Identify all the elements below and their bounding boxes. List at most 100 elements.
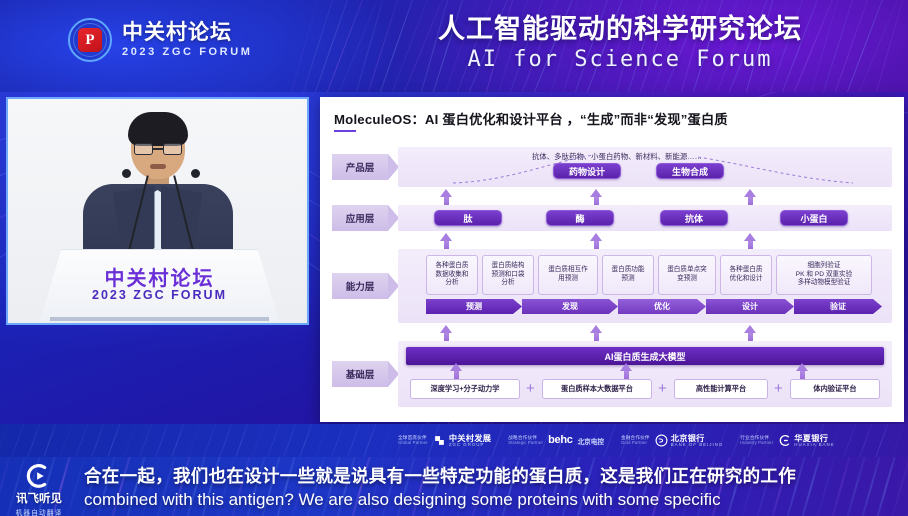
logo-name-cn: 中关村论坛 <box>122 20 232 44</box>
sponsor-role-en: Global Partner <box>398 439 428 445</box>
light-streak <box>866 424 895 457</box>
sponsor-name-en: HUAXIA BANK <box>794 441 835 447</box>
layer-row-foundation: 基础层 AI蛋白质生成大模型 深度学习+分子动力学 + 蛋白质样本大数据平台 +… <box>332 341 892 407</box>
layer-body-product: 抗体、多肽药物、小蛋白药物、新材料、新能源…… 药物设计 生物合成 <box>398 147 892 187</box>
sponsor-bar: 全球首席伙伴 Global Partner 中关村发展 ZGC GROUP 战略… <box>0 424 908 457</box>
light-streak <box>18 424 47 457</box>
behc-logo-icon: behc 北京电控 <box>548 434 604 446</box>
logo-badge-letter: P <box>78 28 102 52</box>
capability-box: 蛋白质结构预测和口袋分析 <box>482 255 534 295</box>
light-streak <box>210 424 239 457</box>
podium-text-en: 2023 ZGC FORUM <box>92 288 227 302</box>
sponsor-role-cn: 战略合作伙伴 <box>508 435 538 441</box>
sponsor-role: 战略合作伙伴 Strategic Partner <box>508 435 543 445</box>
sponsor-role-en: Gold Partner <box>620 439 648 445</box>
foundation-box-invivo: 体内验证平台 <box>790 379 880 399</box>
light-streak <box>850 424 879 457</box>
up-arrow-icon <box>440 233 453 250</box>
foundation-box-protein-data: 蛋白质样本大数据平台 <box>542 379 652 399</box>
up-arrow-icon <box>450 363 463 380</box>
ear-play-icon <box>24 460 54 490</box>
light-streak <box>338 424 367 457</box>
up-arrow-icon <box>590 325 603 342</box>
light-streak <box>146 424 175 457</box>
layer-body-foundation: AI蛋白质生成大模型 深度学习+分子动力学 + 蛋白质样本大数据平台 + 高性能… <box>398 341 892 407</box>
sponsor-name: behc <box>548 434 573 446</box>
sponsor-role: 全球首席伙伴 Global Partner <box>398 435 428 445</box>
plus-icon: + <box>526 380 535 397</box>
light-streak <box>266 0 335 92</box>
up-arrow-icon <box>590 189 603 206</box>
layer-tag-application: 应用层 <box>332 205 399 231</box>
light-streak <box>114 424 143 457</box>
layer-row-product: 产品层 抗体、多肽药物、小蛋白药物、新材料、新能源…… 药物设计 生物合成 <box>332 147 892 187</box>
iflytek-subname: 机器自动翻译 <box>15 510 63 516</box>
product-note: 抗体、多肽药物、小蛋白药物、新材料、新能源…… <box>532 152 702 161</box>
up-arrow-icon <box>744 189 757 206</box>
sponsor-role: 行业合作伙伴 Industry Partner <box>740 435 773 445</box>
light-streak <box>194 424 223 457</box>
sponsor-role-en: Strategic Partner <box>508 439 544 445</box>
light-streak <box>274 424 303 457</box>
layer-row-capability: 能力层 各种蛋白质数据收集和分析 蛋白质结构预测和口袋分析 蛋白质相互作用预测 … <box>332 249 892 323</box>
capability-box: 各种蛋白质优化和设计 <box>720 255 772 295</box>
forum-title-block: 人工智能驱动的科学研究论坛 AI for Science Forum <box>340 14 900 73</box>
light-streak <box>322 424 351 457</box>
light-streak <box>242 424 271 457</box>
plus-icon: + <box>658 380 667 397</box>
light-streak <box>50 424 79 457</box>
sponsor-name-cn: 华夏银行 <box>794 433 829 443</box>
speaker-mouth <box>149 164 166 169</box>
capability-box: 蛋白质单点突变预测 <box>658 255 716 295</box>
light-streak <box>178 424 207 457</box>
light-streak <box>82 424 111 457</box>
process-step-optimize: 优化 <box>618 299 706 314</box>
slide-title: MoleculeOS：AI 蛋白优化和设计平台 ，“生成”而非“发现”蛋白质 <box>334 112 728 127</box>
light-streak <box>162 424 191 457</box>
light-streak <box>130 424 159 457</box>
slide-title-underline <box>334 130 356 132</box>
up-arrow-icon <box>744 233 757 250</box>
forum-header-banner: P 中关村论坛 2023 ZGC FORUM 人工智能驱动的科学研究论坛 AI … <box>0 0 908 92</box>
plus-icon: + <box>774 380 783 397</box>
subtitle-line-en: combined with this antigen? We are also … <box>84 490 721 509</box>
product-pill-biosynthesis: 生物合成 <box>656 163 724 179</box>
sponsor-name-en: ZGC GROUP <box>448 441 485 447</box>
up-arrow-icon <box>796 363 809 380</box>
speaker-head <box>127 112 188 179</box>
layer-body-capability: 各种蛋白质数据收集和分析 蛋白质结构预测和口袋分析 蛋白质相互作用预测 蛋白质功… <box>398 249 892 323</box>
capability-box: 蛋白质相互作用预测 <box>538 255 598 295</box>
application-pill-peptide: 肽 <box>434 210 502 226</box>
huaxia-bank-logo-icon: 华夏银行 HUAXIA BANK <box>778 434 834 448</box>
light-streak <box>834 424 863 457</box>
sponsor-subname: 北京电控 <box>577 438 604 446</box>
video-frame: 中关村论坛 2023 ZGC FORUM <box>8 99 307 323</box>
sponsor-list: 全球首席伙伴 Global Partner 中关村发展 ZGC GROUP 战略… <box>398 424 835 457</box>
podium: 中关村论坛 2023 ZGC FORUM <box>40 249 279 321</box>
light-streak <box>226 424 255 457</box>
light-streak <box>370 424 399 457</box>
layer-row-application: 应用层 肽 酶 抗体 小蛋白 <box>332 205 892 231</box>
light-streak <box>354 424 383 457</box>
sponsor-name: 北京银行 BANK OF BEIJING <box>671 434 724 448</box>
application-pill-antibody: 抗体 <box>660 210 728 226</box>
sponsor-item-bank-of-beijing: 金融合作伙伴 Gold Partner 北京银行 BANK OF BEIJING <box>621 434 723 448</box>
layer-tag-foundation: 基础层 <box>332 361 399 387</box>
capability-box: 各种蛋白质数据收集和分析 <box>426 255 478 295</box>
sponsor-role-cn: 全球首席伙伴 <box>398 435 427 441</box>
application-pill-enzyme: 酶 <box>546 210 614 226</box>
layer-tag-product: 产品层 <box>332 154 399 180</box>
foundation-box-deeplearning: 深度学习+分子动力学 <box>410 379 520 399</box>
presentation-slide: MoleculeOS：AI 蛋白优化和设计平台 ，“生成”而非“发现”蛋白质 产… <box>320 97 904 422</box>
sponsor-name: 中关村发展 ZGC GROUP <box>449 434 491 448</box>
logo-name-en: 2023 ZGC FORUM <box>122 46 253 59</box>
layer-body-application: 肽 酶 抗体 小蛋白 <box>398 205 892 231</box>
sponsor-name-cn: 中关村发展 <box>448 433 492 443</box>
podium-base <box>50 317 269 321</box>
up-arrow-icon <box>744 325 757 342</box>
layer-tag-capability: 能力层 <box>332 273 399 299</box>
capability-box: 蛋白质功能预测 <box>602 255 654 295</box>
light-streak <box>306 424 335 457</box>
process-step-validate: 验证 <box>794 299 882 314</box>
